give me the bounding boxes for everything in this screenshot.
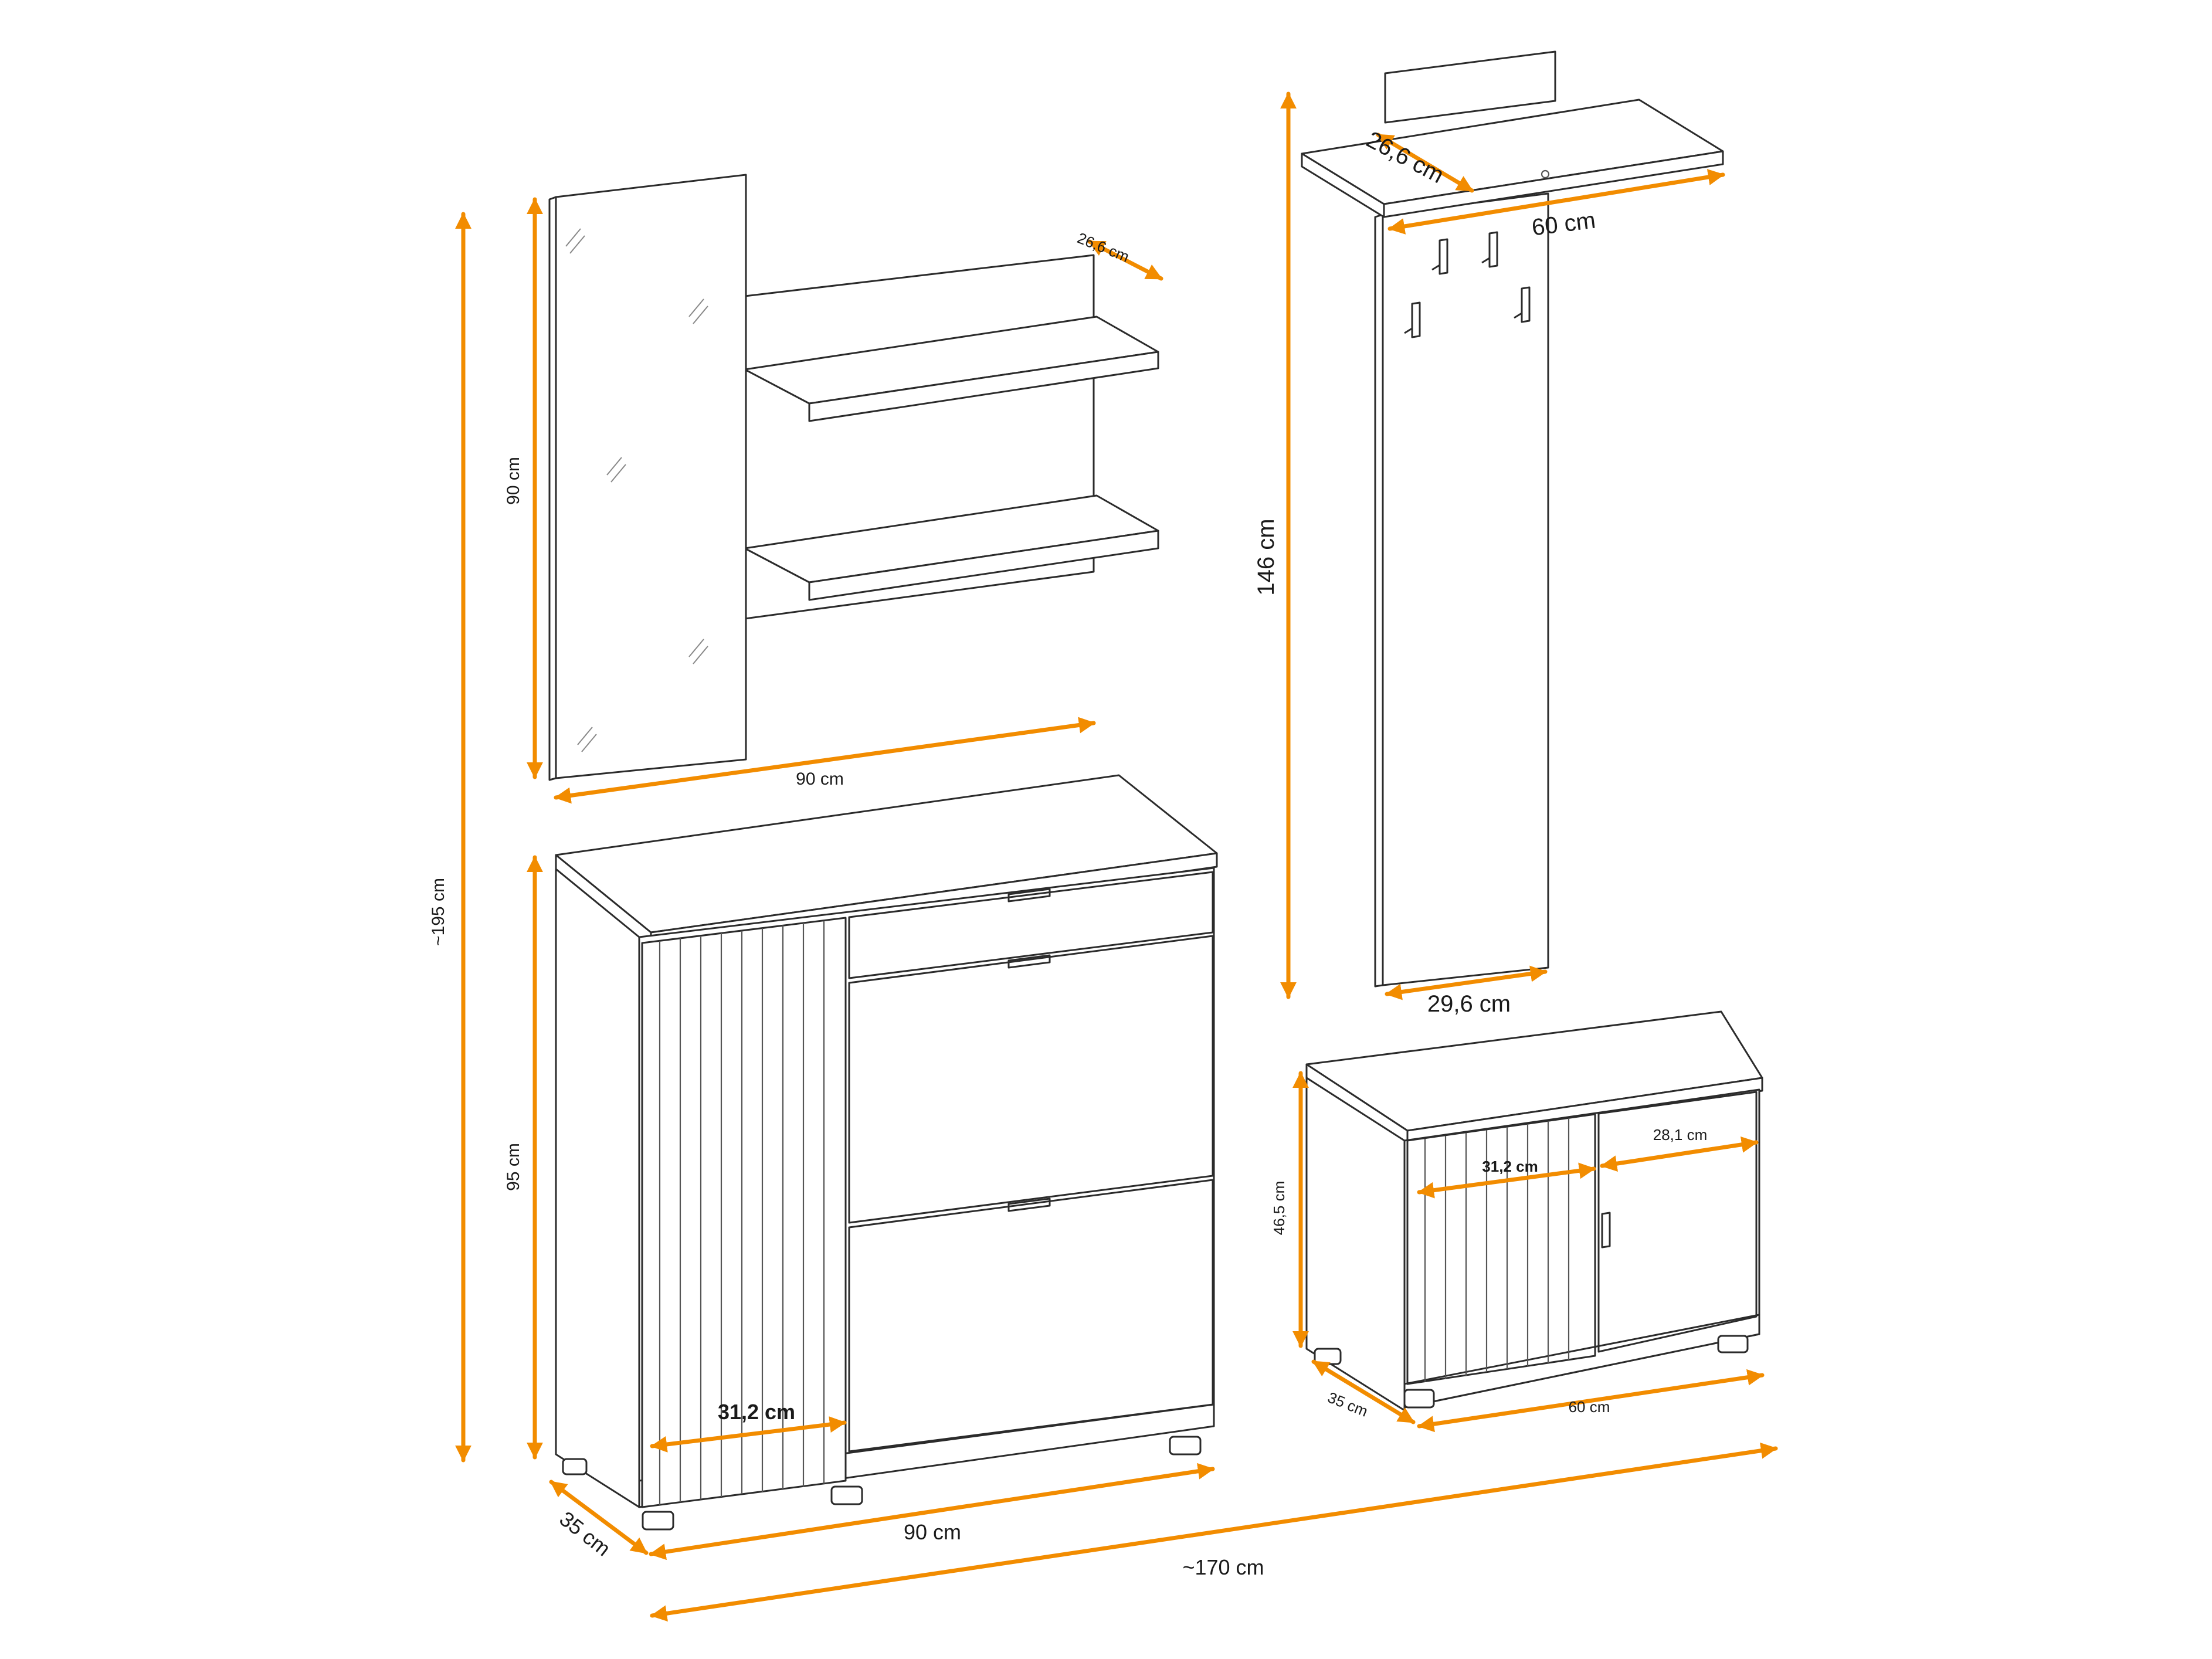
bench-foot xyxy=(1717,1335,1749,1353)
overall-height-label: ~195 cm xyxy=(429,878,448,946)
coat-panel-top-width-arrow xyxy=(1387,169,1725,235)
cabinet-foot xyxy=(562,1458,588,1475)
mirror-shelf-height-label: 90 cm xyxy=(504,457,523,505)
coat-hook xyxy=(1514,286,1531,323)
top-drawer xyxy=(848,871,1214,979)
bench-foot xyxy=(1314,1348,1342,1365)
lower-shelf-front xyxy=(808,530,1159,601)
shoe-cabinet-width-label: 90 cm xyxy=(904,1520,961,1544)
coat-panel xyxy=(1301,50,1724,988)
wall-shelf-depth-arrow xyxy=(1087,239,1163,281)
coat-panel-height-label: 146 cm xyxy=(1253,518,1279,595)
shoe-cabinet-depth-arrow xyxy=(549,1480,649,1555)
bench-plain-door-width-arrow xyxy=(1600,1136,1759,1172)
bench-width-arrow xyxy=(1417,1369,1765,1433)
bench-depth-arrow xyxy=(1311,1359,1416,1424)
shoe-cabinet xyxy=(555,774,1218,1531)
coat-panel-width-label: 29,6 cm xyxy=(1427,991,1511,1017)
bench-foot xyxy=(1403,1389,1435,1409)
overall-width-arrow xyxy=(650,1442,1778,1622)
bench-plain-door xyxy=(1597,1091,1758,1353)
slat-door-width-arrow xyxy=(650,1416,847,1453)
panel-top-backboard xyxy=(1384,50,1556,124)
door-slats xyxy=(659,921,825,1505)
mirror-panel xyxy=(555,174,747,779)
upper-shelf-front xyxy=(808,351,1159,422)
bench-slatted-door xyxy=(1406,1113,1596,1385)
shoe-cabinet-depth-label: 35 cm xyxy=(555,1507,615,1561)
upper-flap-handle xyxy=(1007,954,1051,969)
coat-panel-width-arrow xyxy=(1385,965,1548,1000)
panel-board xyxy=(1382,192,1549,986)
mirror-and-wall-shelf xyxy=(548,174,1159,781)
bench-cabinet xyxy=(1305,1010,1763,1412)
overall-width-label: ~170 cm xyxy=(1182,1555,1264,1579)
shoe-cabinet-height-label: 95 cm xyxy=(504,1143,523,1191)
panel-side xyxy=(1374,213,1384,988)
coat-hook xyxy=(1431,238,1448,275)
dimension-arrows xyxy=(455,91,1778,1622)
cabinet-side xyxy=(555,868,640,1508)
lower-flap xyxy=(848,1179,1214,1453)
cabinet-foot xyxy=(642,1511,674,1531)
lower-flap-handle xyxy=(1007,1197,1051,1212)
upper-flap xyxy=(848,935,1214,1224)
mirror-panel-side xyxy=(548,196,557,781)
coat-hook xyxy=(1404,301,1421,338)
panel-top-shelf-side xyxy=(1301,152,1385,218)
bench-slat-door-width-arrow xyxy=(1417,1162,1596,1199)
cabinet-foot xyxy=(1169,1436,1202,1456)
drawer-handle xyxy=(1007,888,1051,903)
bench-plain-door-width-label: 28,1 cm xyxy=(1653,1126,1708,1144)
cabinet-foot xyxy=(830,1485,863,1505)
bench-door-handle xyxy=(1601,1212,1611,1249)
mirror-shelf-width-arrow xyxy=(554,717,1096,804)
slat-door-width-label: 31,2 cm xyxy=(718,1400,795,1424)
bench-height-label: 46,5 cm xyxy=(1270,1181,1288,1236)
bench-slat-door-width-label: 31,2 cm xyxy=(1482,1158,1538,1175)
mirror-shelf-width-label: 90 cm xyxy=(796,769,844,789)
bench-width-label: 60 cm xyxy=(1569,1398,1610,1416)
